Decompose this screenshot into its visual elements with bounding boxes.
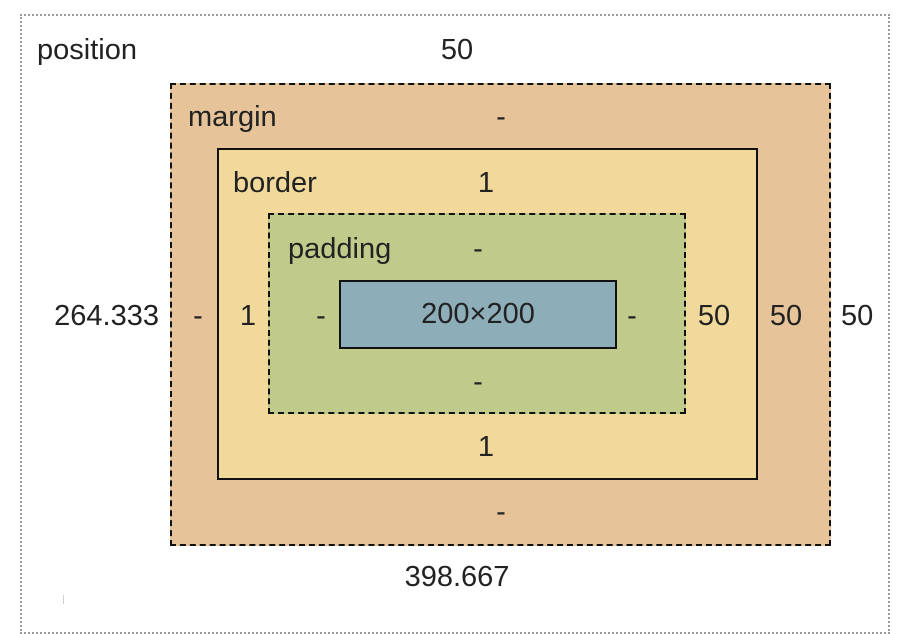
position-top-value[interactable]: 50 <box>440 34 474 66</box>
margin-label: margin <box>188 101 277 133</box>
margin-bottom-value[interactable]: - <box>496 496 506 528</box>
content-size-value[interactable]: 200×200 <box>421 298 535 330</box>
border-bottom-value[interactable]: 1 <box>477 431 495 463</box>
position-bottom-value[interactable]: 398.667 <box>404 561 510 593</box>
margin-left-value[interactable]: - <box>193 300 203 332</box>
margin-top-value[interactable]: - <box>496 101 506 133</box>
position-left-value[interactable]: 264.333 <box>54 300 159 332</box>
padding-label: padding <box>288 233 392 265</box>
border-top-value[interactable]: 1 <box>477 167 495 199</box>
content-box[interactable] <box>339 280 617 349</box>
padding-top-value[interactable]: - <box>473 233 483 265</box>
margin-right-value[interactable]: 50 <box>769 300 803 332</box>
border-right-value[interactable]: 50 <box>697 300 731 332</box>
position-right-value[interactable]: 50 <box>841 300 874 332</box>
padding-bottom-value[interactable]: - <box>473 366 483 398</box>
padding-right-value[interactable]: - <box>627 300 637 332</box>
position-label: position <box>37 34 137 66</box>
padding-left-value[interactable]: - <box>316 300 326 332</box>
scroll-edge-tick <box>63 595 64 604</box>
border-label: border <box>233 167 317 199</box>
border-left-value[interactable]: 1 <box>239 300 257 332</box>
